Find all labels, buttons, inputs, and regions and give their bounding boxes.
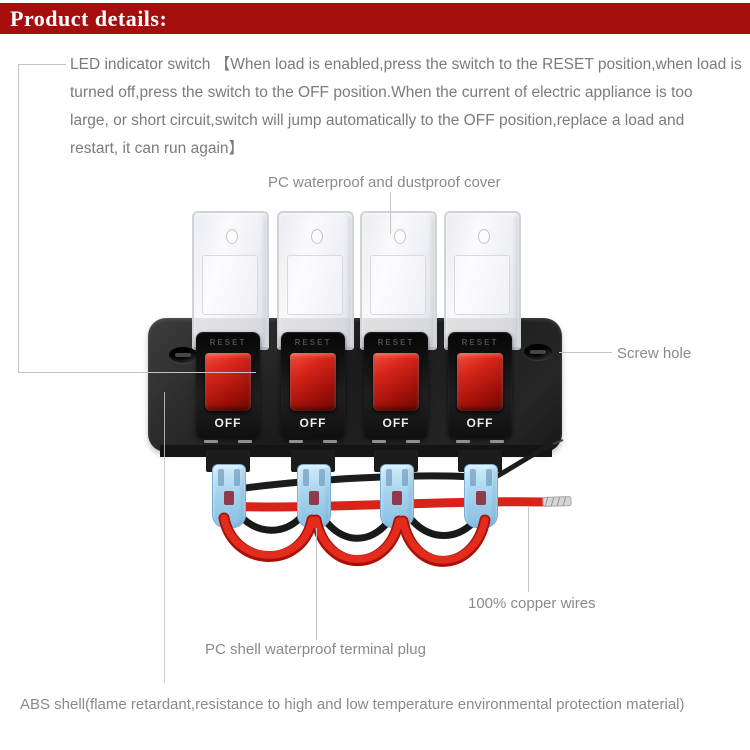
off-label: OFF — [382, 416, 410, 430]
switch-bezel: RESET OFF — [364, 332, 428, 443]
annotation-line: LED indicator switch 【When load is enabl… — [70, 56, 742, 73]
abs-leader-line — [164, 392, 165, 683]
annotation-line: restart, it can run again】 — [70, 140, 245, 157]
off-label: OFF — [299, 416, 327, 430]
cover-nub — [310, 229, 323, 244]
plug-slot — [486, 469, 492, 486]
metal-clip — [204, 440, 218, 443]
switch-cover — [192, 211, 269, 350]
plug-core — [309, 491, 319, 505]
switch-cover — [277, 211, 354, 350]
annotation-line: turned off,press the switch to the OFF p… — [70, 84, 693, 101]
panel-back-edge — [160, 445, 552, 457]
led-leader-line — [18, 372, 256, 373]
annotation-line: large, or short circuit,switch will jump… — [70, 112, 685, 129]
cover-nub — [393, 229, 406, 244]
page-title: Product details: — [10, 6, 168, 31]
switch-cover — [444, 211, 521, 350]
metal-clip — [456, 440, 470, 443]
plug-slot — [386, 469, 392, 486]
reset-label: RESET — [294, 338, 332, 347]
cover-recess — [370, 255, 427, 315]
metal-clip — [323, 440, 337, 443]
switch-cover — [360, 211, 437, 350]
screw-hole-right — [524, 344, 552, 360]
reset-label: RESET — [461, 338, 499, 347]
metal-clip — [238, 440, 252, 443]
switch-bezel: RESET OFF — [448, 332, 512, 443]
reset-label: RESET — [209, 338, 247, 347]
metal-clip — [406, 440, 420, 443]
copper-leader-line — [528, 507, 529, 592]
plug-slot — [470, 469, 476, 486]
cover-label: PC waterproof and dustproof cover — [268, 174, 501, 191]
led-leader-line — [18, 64, 19, 372]
plug-leader-line — [316, 528, 317, 640]
terminal-plug — [464, 464, 498, 528]
screw-hole-left — [169, 347, 197, 363]
off-label: OFF — [214, 416, 242, 430]
screw-slot — [530, 350, 546, 354]
plug-slot — [218, 469, 224, 486]
switch-bezel: RESET OFF — [281, 332, 345, 443]
header-bar: Product details: — [0, 3, 750, 34]
plug-core — [476, 491, 486, 505]
cover-nub — [225, 229, 238, 244]
switch-bezel: RESET OFF — [196, 332, 260, 443]
metal-clip — [490, 440, 504, 443]
cover-recess — [287, 255, 344, 315]
screw-slot — [175, 353, 191, 357]
plug-core — [392, 491, 402, 505]
led-leader-line — [18, 64, 66, 65]
led-switch-annotation: LED indicator switch 【When load is enabl… — [70, 51, 742, 163]
metal-clip — [289, 440, 303, 443]
terminal-plug — [297, 464, 331, 528]
screw-leader-line — [559, 352, 612, 353]
plug-slot — [402, 469, 408, 486]
copper-wire-tip — [542, 496, 572, 507]
copper-wires-label: 100% copper wires — [468, 595, 596, 612]
cover-recess — [454, 255, 511, 315]
screw-hole-label: Screw hole — [617, 345, 692, 362]
rocker-switch — [457, 353, 503, 411]
black-wire — [226, 472, 490, 494]
rocker-switch — [373, 353, 419, 411]
terminal-plug — [212, 464, 246, 528]
abs-shell-label: ABS shell(flame retardant,resistance to … — [20, 696, 685, 713]
rocker-switch — [290, 353, 336, 411]
terminal-plug-label: PC shell waterproof terminal plug — [205, 641, 426, 658]
plug-slot — [303, 469, 309, 486]
cover-nub — [477, 229, 490, 244]
terminal-plug — [380, 464, 414, 528]
plug-core — [224, 491, 234, 505]
metal-clip — [372, 440, 386, 443]
plug-slot — [319, 469, 325, 486]
reset-label: RESET — [377, 338, 415, 347]
cover-leader-line — [390, 192, 391, 234]
rocker-switch — [205, 353, 251, 411]
plug-slot — [234, 469, 240, 486]
off-label: OFF — [466, 416, 494, 430]
cover-recess — [202, 255, 259, 315]
